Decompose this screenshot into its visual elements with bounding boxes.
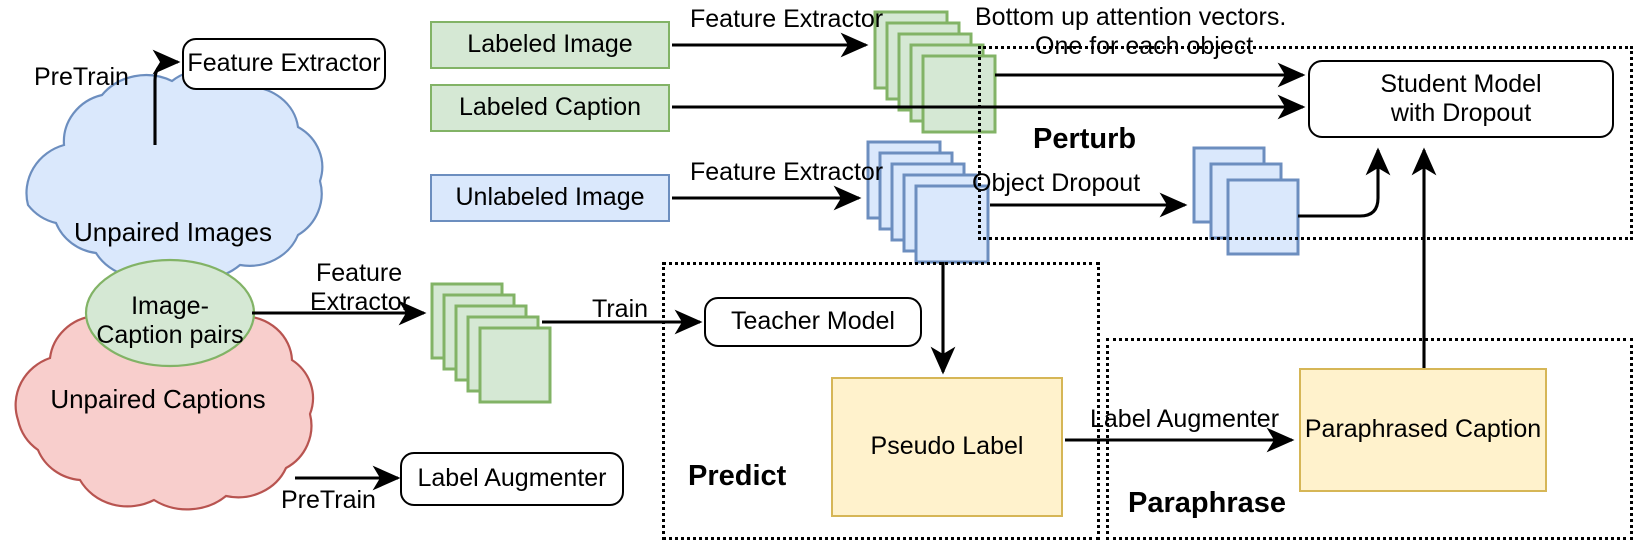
group-frame-paraphrase: [1106, 338, 1633, 540]
group-title-perturb: Perturb: [1033, 123, 1137, 155]
node-teacher-model[interactable]: Teacher Model: [704, 297, 922, 347]
card-stack-blue-features: [866, 140, 990, 264]
node-pseudo-label[interactable]: Pseudo Label: [831, 377, 1063, 517]
annotation-attention-line2: One for each object: [1035, 32, 1254, 60]
edge-label-feature-extractor-pairs-line1: Feature: [316, 259, 403, 287]
group-frame-predict: [662, 262, 1100, 540]
edge-label-pretrain-images: PreTrain: [34, 63, 129, 91]
student-model-line1: Student Model: [1380, 69, 1542, 98]
node-labeled-caption[interactable]: Labeled Caption: [430, 84, 670, 132]
card-stack-green-features-top: [873, 10, 997, 134]
arrow-pretrain-images: [152, 49, 181, 145]
node-feature-extractor-pretrain[interactable]: Feature Extractor: [182, 38, 386, 90]
node-student-model[interactable]: Student Model with Dropout: [1308, 60, 1614, 138]
edge-label-feature-extractor-pairs-line2: Extractor: [310, 288, 411, 316]
edge-label-label-augmenter: Label Augmenter: [1090, 405, 1280, 433]
card-stack-green-features-pairs: [430, 282, 552, 404]
arrow-dropped-to-student: [1298, 147, 1391, 218]
arrow-group: [152, 32, 1437, 491]
student-model-line2: with Dropout: [1390, 99, 1532, 127]
node-label-augmenter-pretrain[interactable]: Label Augmenter: [400, 452, 624, 506]
group-title-predict: Predict: [688, 460, 787, 492]
edge-label-feature-extractor-top: Feature Extractor: [690, 5, 884, 33]
edge-label-object-dropout: Object Dropout: [972, 169, 1141, 197]
ellipse-label-image-caption-pairs-line1: Image-: [131, 292, 209, 320]
edge-label-pretrain-captions: PreTrain: [281, 486, 376, 514]
group-frame-perturb: [978, 46, 1633, 240]
edge-label-train: Train: [592, 295, 649, 323]
edge-label-feature-extractor-mid: Feature Extractor: [690, 158, 884, 186]
cloud-label-unpaired-captions: Unpaired Captions: [50, 384, 266, 414]
annotation-attention-line1: Bottom up attention vectors.: [975, 3, 1287, 31]
cloud-label-unpaired-images: Unpaired Images: [74, 217, 272, 247]
node-labeled-image[interactable]: Labeled Image: [430, 21, 670, 69]
node-paraphrased-caption[interactable]: Paraphrased Caption: [1299, 368, 1547, 492]
group-title-paraphrase: Paraphrase: [1128, 487, 1286, 519]
node-unlabeled-image[interactable]: Unlabeled Image: [430, 174, 670, 222]
ellipse-label-image-caption-pairs-line2: Caption pairs: [96, 321, 244, 349]
